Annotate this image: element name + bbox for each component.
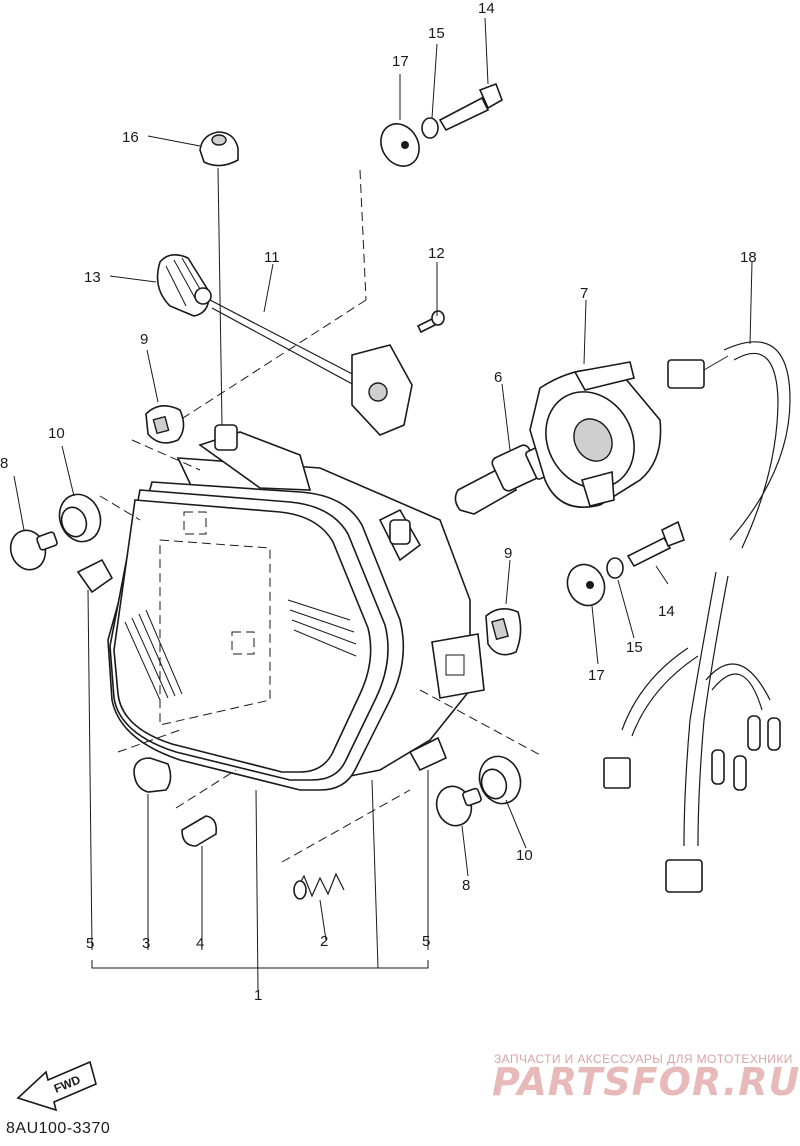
nut-15-top <box>421 117 439 139</box>
callout-6: 6 <box>494 369 502 386</box>
callout-16: 16 <box>122 129 139 146</box>
damper-10-right <box>478 755 522 805</box>
washer-17-right <box>566 563 606 607</box>
callout-5-left: 5 <box>86 935 94 952</box>
watermark-tagline: ЗАПЧАСТИ И АКСЕССУАРЫ ДЛЯ МОТОТЕХНИКИ <box>494 1052 793 1066</box>
callout-15-top: 15 <box>428 25 445 42</box>
headlight-unit <box>107 424 485 791</box>
callout-8-left: 8 <box>0 455 8 472</box>
grommet-9-right <box>485 608 522 656</box>
callout-10-right: 10 <box>516 847 533 864</box>
callout-2: 2 <box>320 933 328 950</box>
bulb-4 <box>181 815 218 847</box>
spring-2 <box>293 872 345 900</box>
screw-8-left <box>9 529 58 571</box>
grommet-16 <box>199 131 239 167</box>
callout-15-right: 15 <box>626 639 643 656</box>
clip-5-right <box>408 736 448 772</box>
callout-14-right: 14 <box>658 603 675 620</box>
forward-arrow: FWD <box>16 1060 97 1112</box>
callout-14-top: 14 <box>478 0 495 17</box>
callout-9-right: 9 <box>504 545 512 562</box>
callout-8-right: 8 <box>462 877 470 894</box>
lens-fluting <box>124 599 357 701</box>
nut-15-right <box>606 557 624 579</box>
callout-18: 18 <box>740 249 757 266</box>
callout-4: 4 <box>196 935 204 952</box>
diagram-code: 8AU100-3370 <box>6 1120 111 1137</box>
callout-11: 11 <box>264 249 280 266</box>
clip-5-left <box>76 558 114 594</box>
callout-3: 3 <box>142 935 150 952</box>
callout-1: 1 <box>254 987 262 1004</box>
callout-17-top: 17 <box>392 53 409 70</box>
callout-13: 13 <box>84 269 101 286</box>
socket-3 <box>133 757 172 793</box>
grommet-9-left <box>145 405 185 444</box>
screw-12 <box>416 310 445 334</box>
wiring-harness <box>603 341 791 893</box>
callout-5-right: 5 <box>422 933 430 950</box>
callout-9-left: 9 <box>140 331 148 348</box>
damper-10-left <box>58 493 102 543</box>
bulb-cover <box>529 361 662 509</box>
callout-17-right: 17 <box>588 667 605 684</box>
bolt-14-top <box>438 82 503 132</box>
callout-labels: 14 15 17 16 11 12 13 18 7 9 6 10 8 9 14 … <box>0 0 757 1004</box>
leader-lines <box>13 17 753 991</box>
callout-12: 12 <box>428 245 445 262</box>
washer-17-top <box>380 123 420 167</box>
bolt-14-right <box>626 520 686 568</box>
callout-7: 7 <box>580 285 588 302</box>
callout-10-left: 10 <box>48 425 65 442</box>
watermark-logo: PARTSFOR.RU <box>492 1060 800 1104</box>
adjuster-assembly <box>156 254 413 436</box>
screw-8-right <box>435 785 482 827</box>
